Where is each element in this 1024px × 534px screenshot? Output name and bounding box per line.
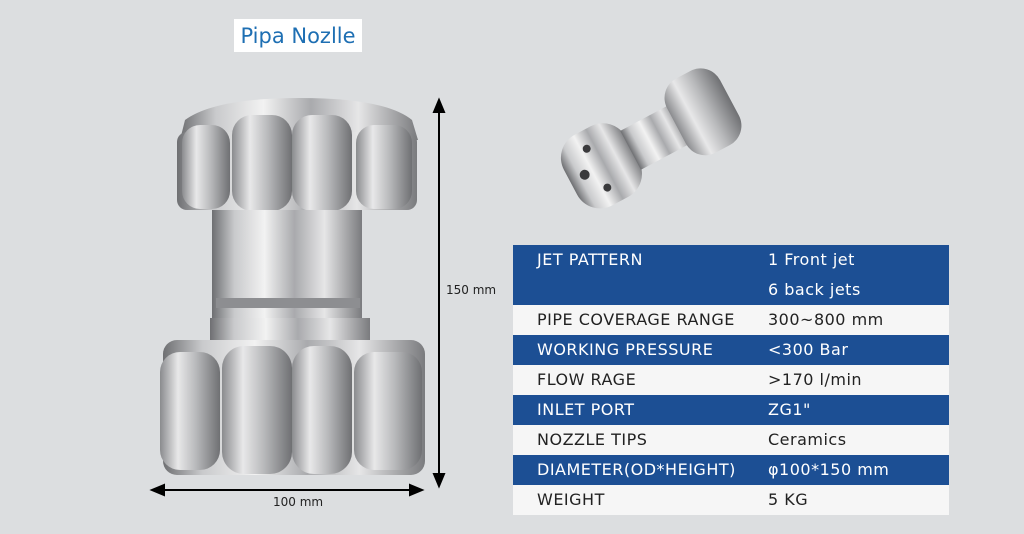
spec-value: φ100*150 mm bbox=[768, 460, 890, 479]
spec-row-flow-rage: FLOW RAGE >170 l/min bbox=[513, 365, 949, 395]
spec-label: FLOW RAGE bbox=[537, 370, 637, 389]
height-dimension-arrow bbox=[432, 97, 446, 489]
product-title: Pipa Nozlle bbox=[234, 19, 362, 52]
spec-row-jet-pattern: JET PATTERN 1 Front jet 6 back jets bbox=[513, 245, 949, 305]
spec-value: <300 Bar bbox=[768, 340, 849, 359]
width-label: 100 mm bbox=[273, 495, 324, 509]
spec-label: JET PATTERN bbox=[537, 250, 643, 269]
nozzle-angled-view bbox=[560, 68, 742, 209]
nozzle-top-head bbox=[177, 98, 418, 211]
spec-row-weight: WEIGHT 5 KG bbox=[513, 485, 949, 515]
nozzle-bottom-head bbox=[160, 340, 425, 475]
spec-label: WEIGHT bbox=[537, 490, 605, 509]
spec-row-working-pressure: WORKING PRESSURE <300 Bar bbox=[513, 335, 949, 365]
spec-row-inlet-port: INLET PORT ZG1" bbox=[513, 395, 949, 425]
spec-label: DIAMETER(OD*HEIGHT) bbox=[537, 460, 736, 479]
spec-label: NOZZLE TIPS bbox=[537, 430, 648, 449]
spec-value: 6 back jets bbox=[768, 280, 861, 299]
spec-value: ZG1" bbox=[768, 400, 811, 419]
spec-value: 300~800 mm bbox=[768, 310, 884, 329]
spec-value: >170 l/min bbox=[768, 370, 863, 389]
spec-value: 1 Front jet bbox=[768, 250, 855, 269]
spec-label: WORKING PRESSURE bbox=[537, 340, 714, 359]
spec-row-pipe-coverage: PIPE COVERAGE RANGE 300~800 mm bbox=[513, 305, 949, 335]
width-dimension-arrow bbox=[149, 483, 425, 497]
nozzle-center-body bbox=[210, 210, 370, 348]
spec-label: PIPE COVERAGE RANGE bbox=[537, 310, 735, 329]
spec-table: JET PATTERN 1 Front jet 6 back jets PIPE… bbox=[513, 245, 949, 515]
spec-row-nozzle-tips: NOZZLE TIPS Ceramics bbox=[513, 425, 949, 455]
spec-label: INLET PORT bbox=[537, 400, 635, 419]
height-label: 150 mm bbox=[446, 283, 497, 297]
spec-value: Ceramics bbox=[768, 430, 847, 449]
spec-row-diameter: DIAMETER(OD*HEIGHT) φ100*150 mm bbox=[513, 455, 949, 485]
spec-value: 5 KG bbox=[768, 490, 809, 509]
